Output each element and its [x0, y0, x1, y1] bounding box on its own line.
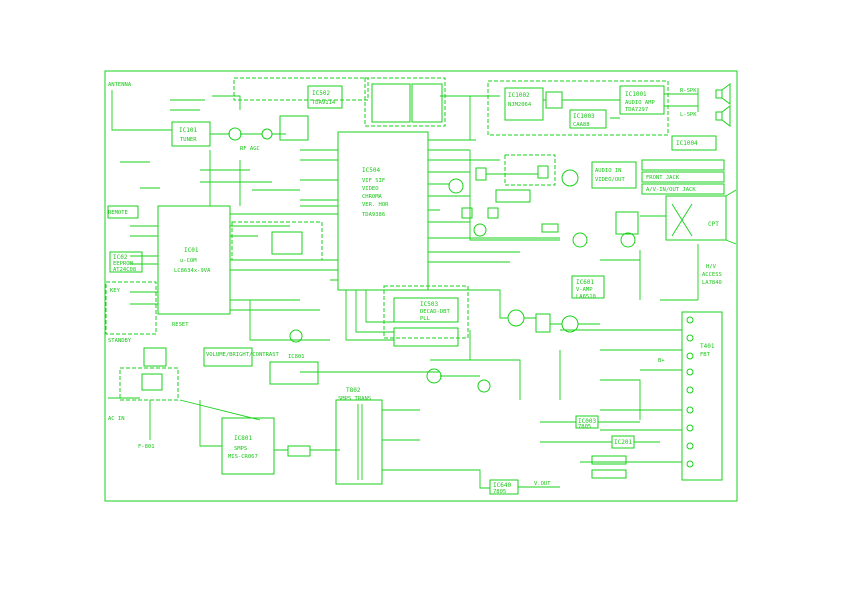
micom-label-3: LC8634x-9VA	[174, 268, 211, 274]
speaker-right-label: R-SPK	[680, 88, 697, 94]
ic003-label-2: 7805	[578, 424, 591, 430]
ic801-label: IC801	[288, 354, 305, 360]
key-label: KEY	[110, 288, 121, 294]
flyback-block	[681, 311, 723, 481]
remote-label: REMOTE	[108, 210, 128, 216]
eeprom-block	[109, 251, 143, 273]
ac-in-label: AC IN	[108, 416, 125, 422]
av-jack-label: A/V-IN/OUT JACK	[646, 187, 696, 193]
rf-agc-label: RF AGC	[240, 146, 260, 152]
av-jack-block	[641, 183, 725, 195]
audio-amp-label-2: AUDIO AMP	[625, 100, 655, 106]
main-ic-label-4: CHROMA	[362, 194, 383, 200]
ic201-label: IC201	[614, 439, 632, 446]
bridge-rectifier	[141, 373, 163, 391]
ic003-label-1: IC003	[578, 418, 596, 425]
smps-label-2: SMPS	[234, 446, 247, 452]
audio-amp-label-1: IC1001	[625, 91, 647, 98]
bplus-label: B+	[658, 358, 665, 364]
eeprom-label-3: AT24C08	[113, 267, 136, 273]
audio-in-label-2: VIDEO/OUT	[595, 177, 625, 183]
flyback-label-2: FBT	[700, 352, 711, 358]
pip-label-2: DECAD-DBT	[420, 309, 450, 315]
micom-label-2: u-COM	[180, 258, 197, 264]
ic1002-block	[504, 87, 544, 121]
ic1002-label-1: IC1002	[508, 92, 530, 99]
micom-label-1: IC01	[184, 247, 199, 254]
flyback-label-1: T401	[700, 343, 715, 350]
antenna-label: ANTENNA	[108, 82, 132, 88]
crt-cross-icon	[671, 203, 693, 237]
audio-in-label-1: AUDIO IN	[595, 168, 622, 174]
volume-label: VOLUME/BRIGHT/CONTRAST	[206, 352, 280, 358]
v-amp-label-2: V-AMP	[576, 287, 593, 293]
vertical-label-3: LA7840	[702, 280, 722, 286]
stereo-decoder-block	[307, 85, 343, 109]
ic640-label-2: 7805	[493, 489, 506, 495]
volume-panel-block	[203, 347, 253, 367]
pip-label-1: IC503	[420, 301, 438, 308]
v-amp-label-1: IC601	[576, 279, 594, 286]
tuner-label-2: TUNER	[180, 137, 197, 143]
main-ic-label-5: VER. HOR	[362, 202, 389, 208]
ic1002-label-2: NJM2064	[508, 102, 532, 108]
smps-transformer	[335, 399, 383, 485]
tuner-label-1: IC101	[179, 127, 197, 134]
eeprom-label-1: IC02	[113, 254, 128, 261]
transformer-label-2: SMPS TRANS	[338, 396, 371, 402]
reset-label: RESET	[172, 322, 189, 328]
smps-ic	[221, 417, 275, 475]
speaker-left-label: L-SPK	[680, 112, 697, 118]
crt-label: CPT	[708, 221, 719, 228]
pip-ic	[393, 297, 459, 323]
schematic-frame	[104, 70, 738, 502]
stereo-decoder-label-2: TDA9114	[312, 100, 336, 106]
pip-label-3: PLL	[420, 316, 431, 322]
front-jack-label: FRONT JACK	[646, 175, 680, 181]
ic1004-block	[671, 135, 717, 151]
ic1004-label: IC1004	[676, 140, 698, 147]
ic640-label-1: IC640	[493, 482, 511, 489]
front-jack-block	[641, 171, 725, 183]
main-signal-ic	[337, 131, 429, 291]
ic1003-block	[569, 109, 607, 129]
crt-block	[665, 195, 727, 241]
ic1003-label-1: IC1003	[573, 113, 595, 120]
speaker-left-icon	[715, 105, 731, 127]
v-amp-block	[571, 275, 605, 299]
v-amp-label-3: LA6510	[576, 294, 596, 300]
standby-label: STANDBY	[108, 338, 132, 344]
vertical-label-2: ACCESS	[702, 272, 722, 278]
vout-label: V.OUT	[534, 481, 551, 487]
main-ic-label-2: VIF SIF	[362, 178, 385, 184]
main-ic-label-6: TDA9386	[362, 212, 385, 218]
fuse-label: F-801	[138, 444, 155, 450]
saw-filter-block	[279, 115, 309, 141]
smps-label-3: MIS-CR067	[228, 454, 258, 460]
audio-in-block	[591, 161, 637, 189]
transformer-label-1: T802	[346, 387, 361, 394]
vertical-label-1: H/V	[706, 264, 717, 270]
smps-label-1: IC801	[234, 435, 252, 442]
main-ic-label-1: IC504	[362, 167, 380, 174]
eeprom-label-2: EEPROM	[113, 261, 134, 267]
ic801-block	[269, 361, 319, 385]
audio-amp-label-3: TDA7297	[625, 107, 648, 113]
main-ic-label-3: VIDEO	[362, 186, 379, 192]
flyback-pins	[686, 316, 694, 468]
stereo-decoder-label-1: IC502	[312, 90, 330, 97]
ic1003-label-2: CAA88	[573, 122, 590, 128]
speaker-right-icon	[715, 83, 731, 105]
